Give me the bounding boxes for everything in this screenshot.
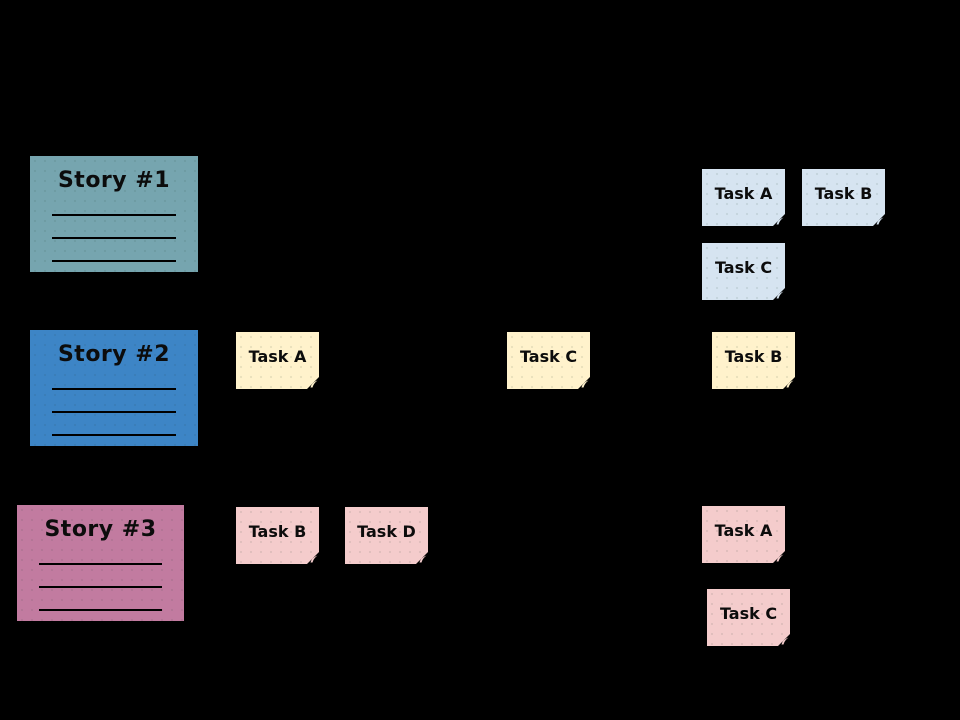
story-ruled-line <box>51 411 177 413</box>
folded-corner-icon <box>305 375 321 391</box>
task-note: Task D <box>343 505 430 566</box>
story-ruled-line <box>51 434 177 436</box>
story-title: Story #3 <box>44 517 157 542</box>
story-card: Story #3 <box>15 503 186 623</box>
task-note-label: Task C <box>519 347 578 366</box>
folded-corner-icon <box>781 375 797 391</box>
story-ruled-line <box>38 563 163 565</box>
story-ruled-line <box>51 388 177 390</box>
folded-corner-icon <box>305 550 321 566</box>
folded-corner-icon <box>576 375 592 391</box>
story-ruled-line <box>51 214 177 216</box>
folded-corner-icon <box>871 212 887 228</box>
folded-corner-icon <box>776 632 792 648</box>
task-note-label: Task A <box>714 521 773 540</box>
task-note-label: Task D <box>357 522 416 541</box>
task-note: Task C <box>505 330 592 391</box>
task-note: Task C <box>700 241 787 302</box>
task-note-label: Task B <box>814 184 873 203</box>
folded-corner-icon <box>414 550 430 566</box>
task-note: Task B <box>710 330 797 391</box>
story-ruled-line <box>51 237 177 239</box>
folded-corner-icon <box>771 286 787 302</box>
task-note-label: Task C <box>719 604 778 623</box>
folded-corner-icon <box>771 549 787 565</box>
task-note: Task B <box>234 505 321 566</box>
story-title: Story #2 <box>57 342 171 367</box>
story-ruled-line <box>38 609 163 611</box>
task-note: Task A <box>234 330 321 391</box>
task-note: Task C <box>705 587 792 648</box>
task-note: Task A <box>700 504 787 565</box>
task-note-label: Task B <box>248 522 307 541</box>
task-note-label: Task C <box>714 258 773 277</box>
task-note-label: Task B <box>724 347 783 366</box>
story-ruled-line <box>51 260 177 262</box>
task-note: Task A <box>700 167 787 228</box>
folded-corner-icon <box>771 212 787 228</box>
story-card: Story #1 <box>28 154 200 274</box>
story-ruled-line <box>38 586 163 588</box>
story-title: Story #1 <box>57 168 171 193</box>
task-note-label: Task A <box>248 347 307 366</box>
task-note: Task B <box>800 167 887 228</box>
task-note-label: Task A <box>714 184 773 203</box>
story-card: Story #2 <box>28 328 200 448</box>
